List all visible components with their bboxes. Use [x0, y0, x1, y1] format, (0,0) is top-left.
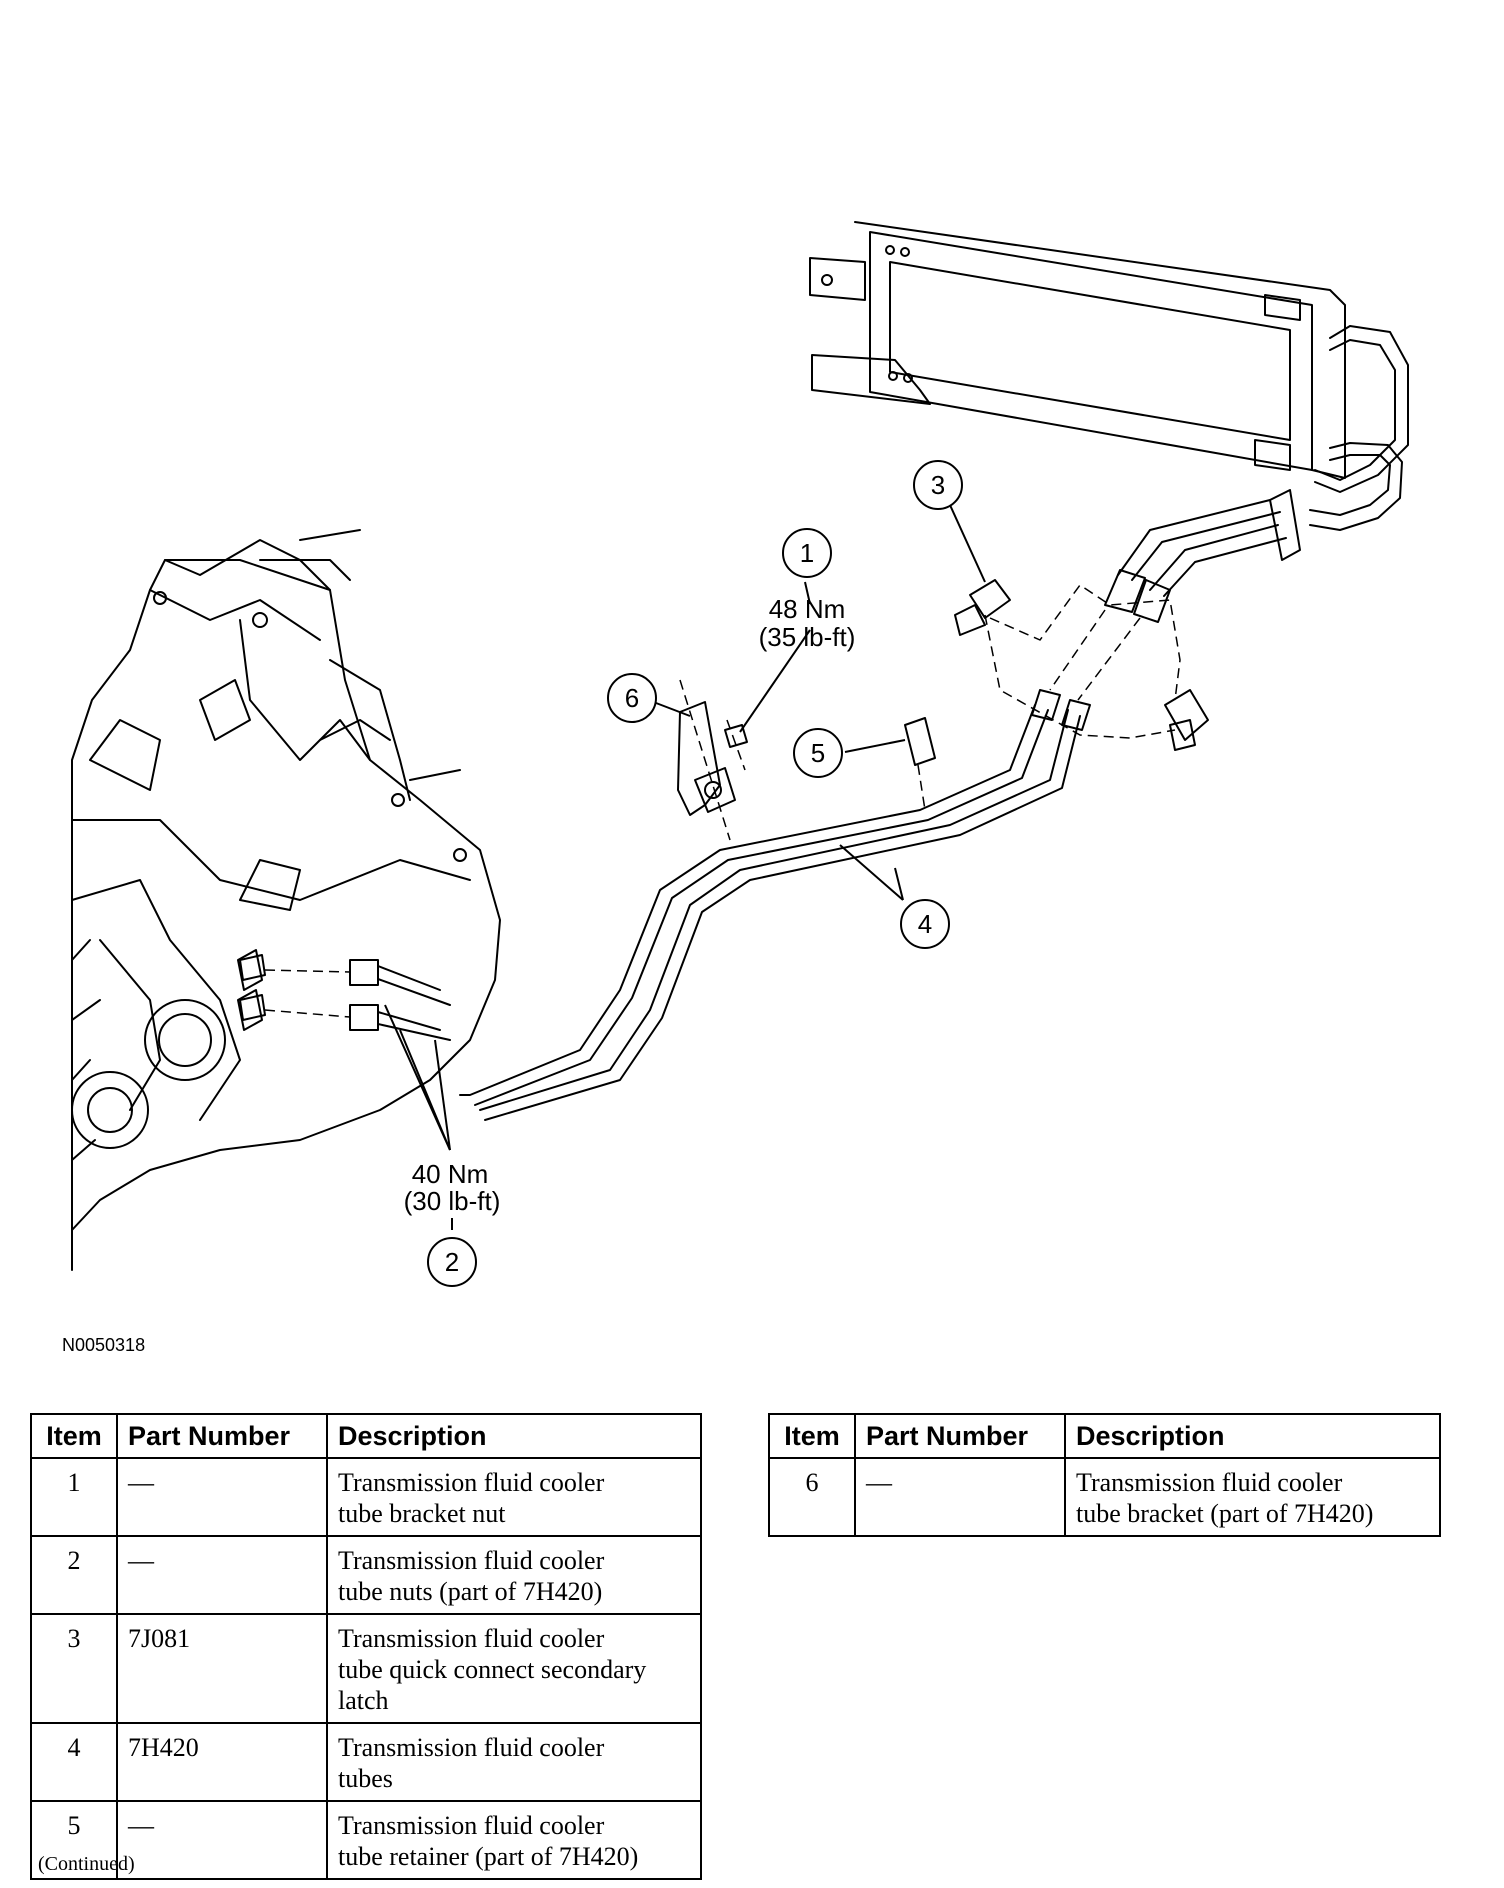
- table-header-row: Item Part Number Description: [768, 1413, 1441, 1459]
- cooler-tubes-item-4: [459, 689, 1091, 1121]
- header-description: Description: [326, 1413, 702, 1459]
- svg-text:5: 5: [811, 738, 825, 768]
- item-cell: 2: [30, 1535, 118, 1615]
- transmission-fittings: [239, 954, 451, 1041]
- svg-text:3: 3: [931, 470, 945, 500]
- table-header-row: Item Part Number Description: [30, 1413, 702, 1459]
- part-number-cell: —: [116, 1535, 328, 1615]
- header-item: Item: [768, 1413, 856, 1459]
- svg-text:6: 6: [625, 683, 639, 713]
- svg-text:2: 2: [445, 1247, 459, 1277]
- cooler-tube-diagram: 1 2 3 4 5 6 48 Nm (35 lb-ft) 40 Nm (30 l…: [71, 221, 1409, 1287]
- bracket-nut-item-1: [724, 724, 748, 748]
- header-part-number: Part Number: [116, 1413, 328, 1459]
- part-number-cell: 7H420: [116, 1722, 328, 1802]
- callout-3: 3: [913, 460, 963, 510]
- tube-bracket-item-6: [677, 701, 736, 816]
- part-number-cell: 7J081: [116, 1613, 328, 1724]
- header-part-number: Part Number: [854, 1413, 1066, 1459]
- tube-retainer-item-5: [904, 717, 936, 766]
- callout-2: 2: [427, 1237, 477, 1287]
- item-cell: 1: [30, 1457, 118, 1537]
- header-description: Description: [1064, 1413, 1441, 1459]
- torque-1-nm: 48 Nm: [769, 594, 846, 624]
- callout-5: 5: [793, 728, 843, 778]
- callout-4: 4: [900, 899, 950, 949]
- svg-text:4: 4: [918, 909, 932, 939]
- item-cell: 5: [30, 1800, 118, 1880]
- part-number-cell: —: [116, 1800, 328, 1880]
- callout-6: 6: [607, 673, 657, 723]
- fluid-cooler: [809, 221, 1346, 479]
- callout-1: 1: [782, 528, 832, 578]
- torque-2-lbft: (30 lb-ft): [404, 1186, 501, 1216]
- figure-id: N0050318: [62, 1335, 146, 1355]
- part-number-cell: —: [854, 1457, 1066, 1537]
- parts-table-left: Item Part Number Description 1 — Transmi…: [30, 1413, 702, 1880]
- torque-1-lbft: (35 lb-ft): [759, 622, 856, 652]
- parts-table-right: Item Part Number Description 6 — Transmi…: [768, 1413, 1441, 1537]
- item-cell: 6: [768, 1457, 856, 1537]
- svg-text:1: 1: [800, 538, 814, 568]
- torque-2-nm: 40 Nm: [412, 1159, 489, 1189]
- header-item: Item: [30, 1413, 118, 1459]
- item-cell: 3: [30, 1613, 118, 1724]
- continued-note: (Continued): [38, 1853, 135, 1875]
- item-cell: 4: [30, 1722, 118, 1802]
- transmission-housing: [71, 529, 501, 1271]
- secondary-latch-item-3: [954, 579, 1209, 751]
- part-number-cell: —: [116, 1457, 328, 1537]
- upper-cooler-tubes: [1104, 499, 1287, 623]
